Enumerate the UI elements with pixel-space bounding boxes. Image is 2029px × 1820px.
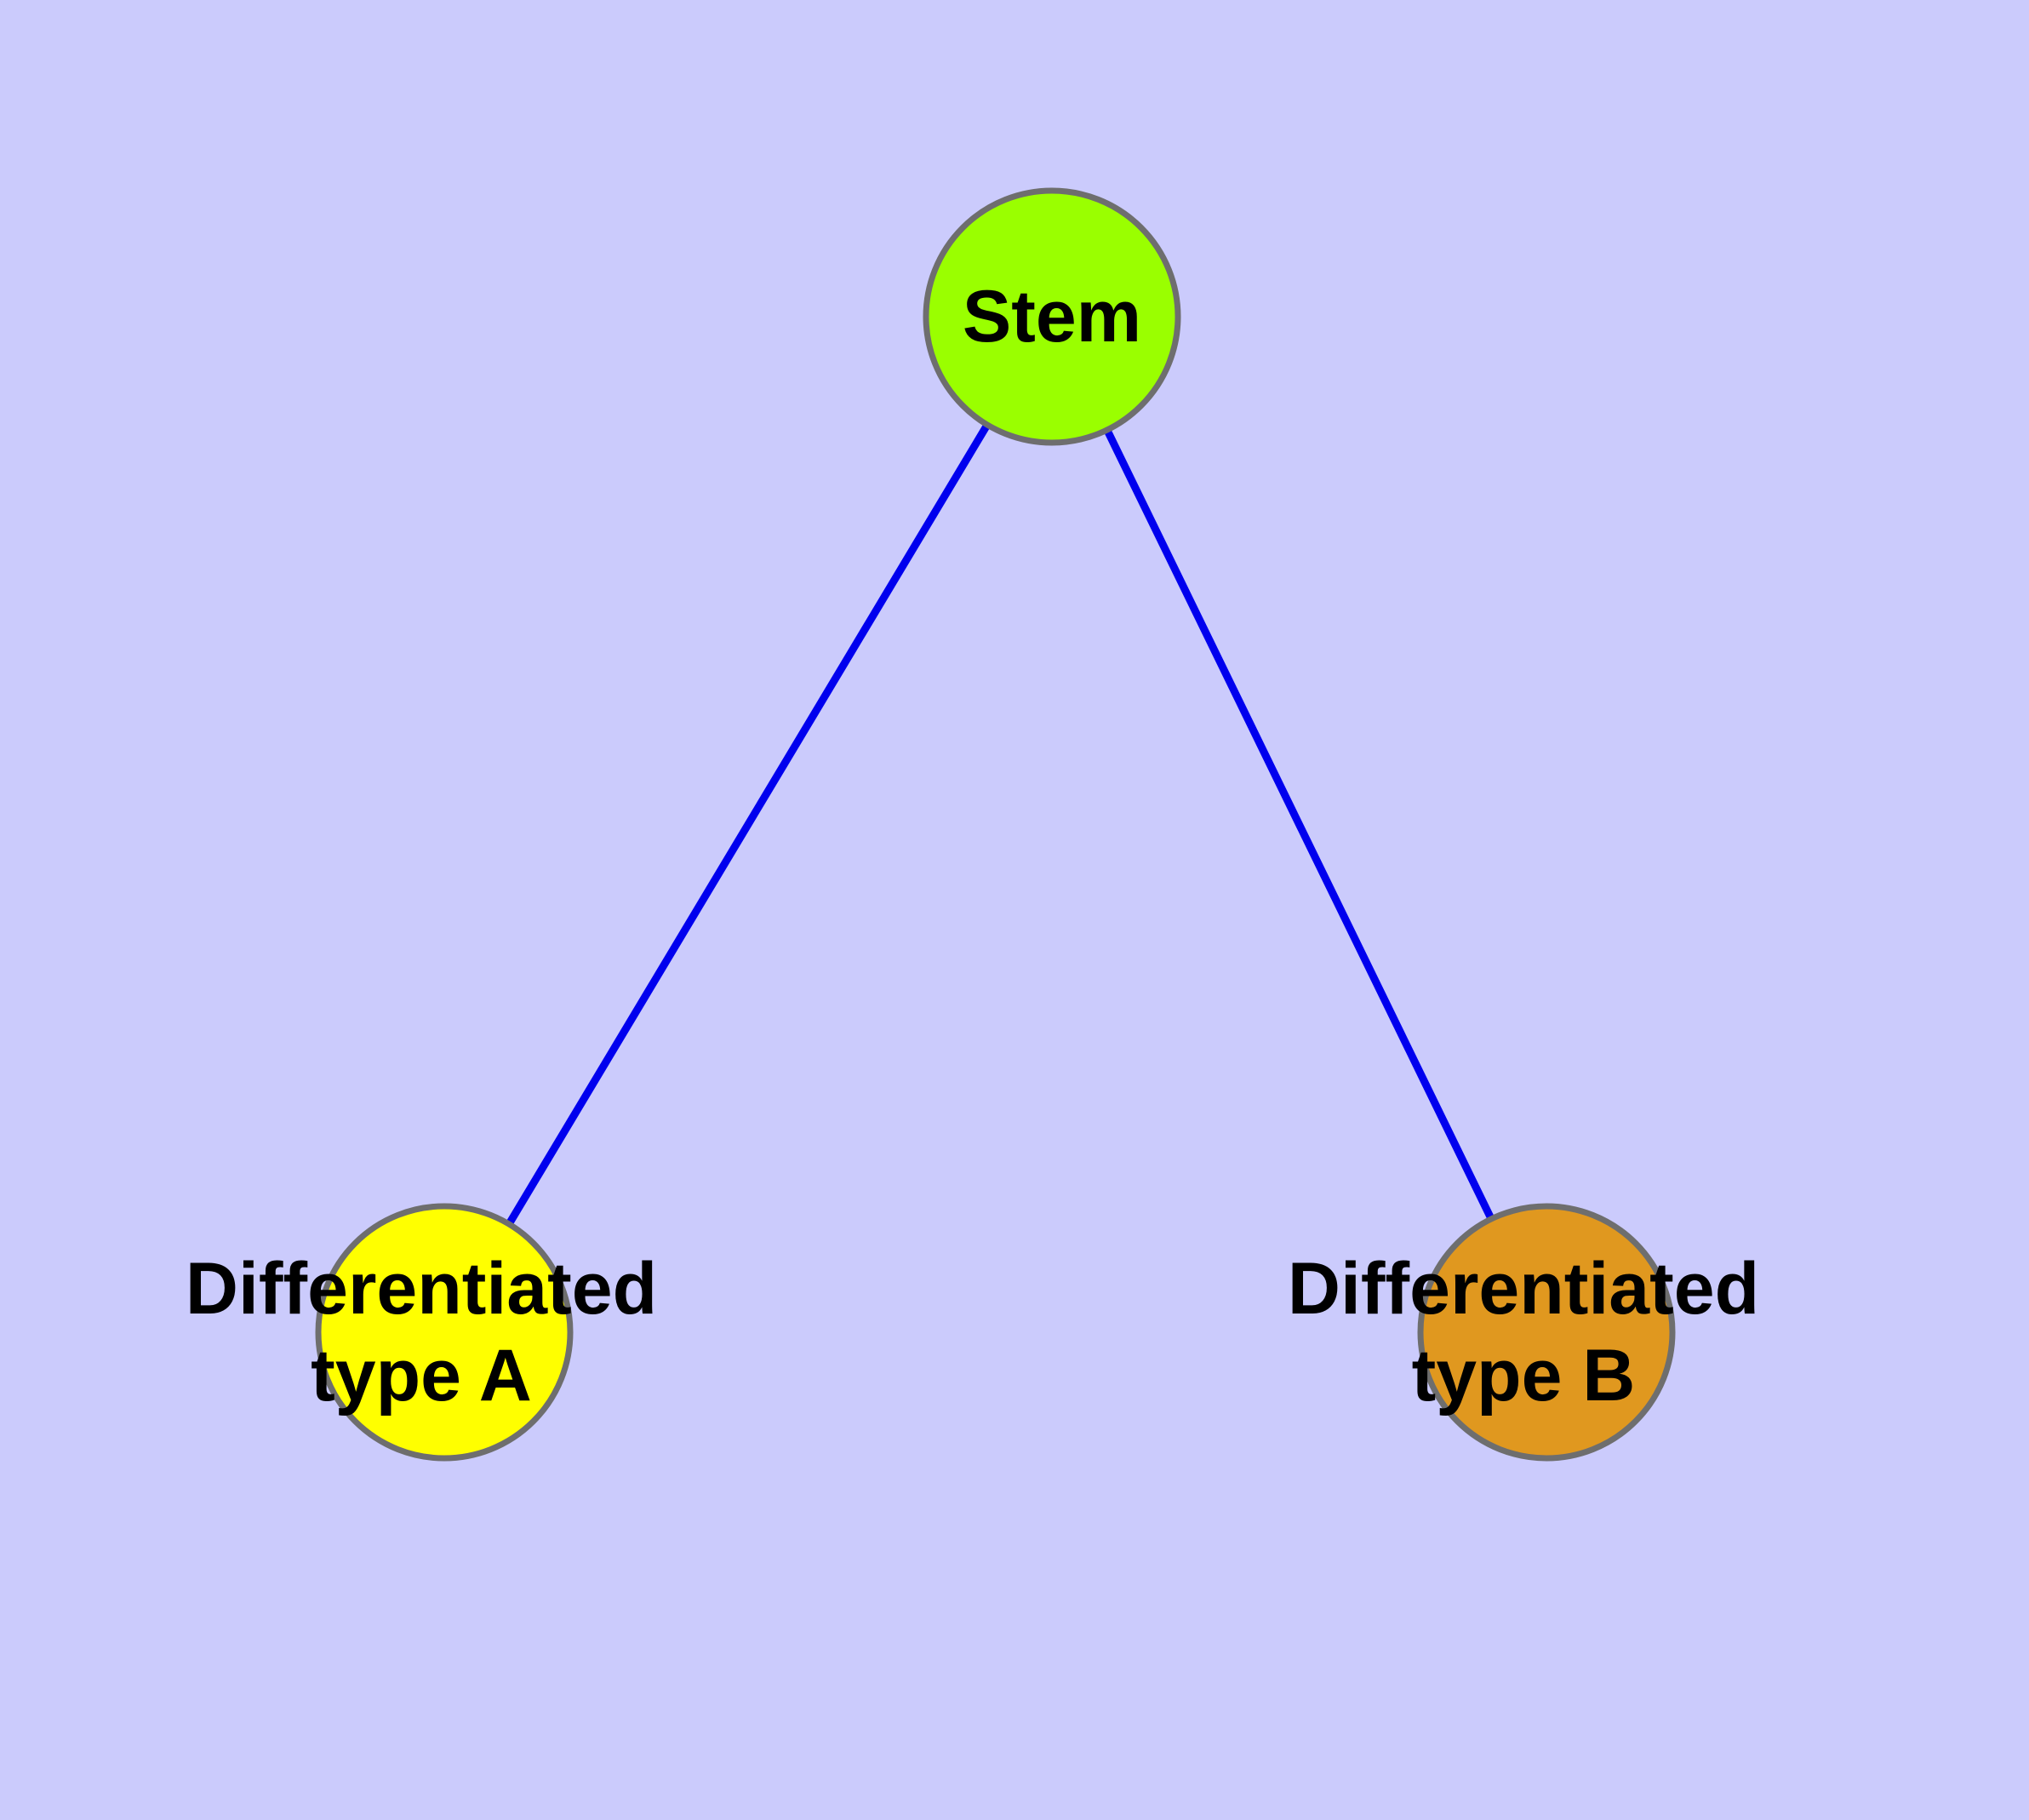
node-stem[interactable]: Stem [923, 187, 1181, 446]
edge-stem-to-differentiated-b[interactable] [1048, 315, 1551, 1334]
edges-layer [441, 314, 1551, 1335]
edge-stem-to-differentiated-a[interactable] [441, 314, 1055, 1335]
node-label-line: type B [1412, 1335, 1636, 1417]
node-label-line: Differentiated [186, 1248, 657, 1330]
node-differentiated-a-circle[interactable] [315, 1203, 574, 1462]
node-label-line: Stem [963, 276, 1141, 358]
node-differentiated-b-circle[interactable] [1417, 1203, 1676, 1462]
node-label-line: Differentiated [1288, 1248, 1759, 1330]
node-stem-label: Stem [963, 276, 1141, 358]
node-label-line: type A [311, 1335, 532, 1417]
node-stem-circle[interactable] [923, 187, 1181, 446]
